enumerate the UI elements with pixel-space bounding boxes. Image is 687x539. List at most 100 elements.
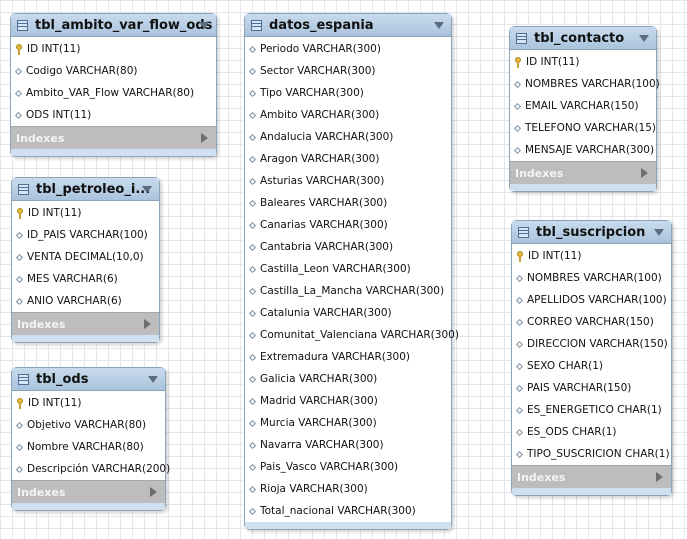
column-row[interactable]: Madrid VARCHAR(300) [245, 390, 451, 412]
column-row[interactable]: Aragon VARCHAR(300) [245, 148, 451, 170]
column-label: Extremadura VARCHAR(300) [260, 351, 410, 363]
table-footer [512, 488, 671, 495]
column-icon [515, 274, 524, 282]
column-row[interactable]: Galicia VARCHAR(300) [245, 368, 451, 390]
column-row[interactable]: MES VARCHAR(6) [12, 268, 159, 290]
column-row[interactable]: Cantabria VARCHAR(300) [245, 236, 451, 258]
table-header[interactable]: tbl_contacto [510, 27, 656, 50]
table-header[interactable]: tbl_ambito_var_flow_ods [11, 14, 216, 37]
column-row[interactable]: CORREO VARCHAR(150) [512, 311, 671, 333]
column-row[interactable]: ID_PAIS VARCHAR(100) [12, 224, 159, 246]
column-row[interactable]: SEXO CHAR(1) [512, 355, 671, 377]
column-row[interactable]: APELLIDOS VARCHAR(100) [512, 289, 671, 311]
column-label: TIPO_SUSCRICION CHAR(1) [527, 448, 670, 460]
column-row[interactable]: Descripción VARCHAR(200) [12, 458, 170, 480]
column-row[interactable]: ANIO VARCHAR(6) [12, 290, 159, 312]
column-row[interactable]: Tipo VARCHAR(300) [245, 82, 451, 104]
column-icon [14, 89, 23, 97]
table-tbl-contacto[interactable]: tbl_contacto ID INT(11)NOMBRES VARCHAR(1… [509, 26, 660, 192]
column-label: ID_PAIS VARCHAR(100) [27, 229, 148, 241]
expand-indexes-icon[interactable] [144, 319, 151, 329]
column-row[interactable]: Asturias VARCHAR(300) [245, 170, 451, 192]
column-row[interactable]: MENSAJE VARCHAR(300) [510, 139, 656, 161]
column-label: Cantabria VARCHAR(300) [260, 241, 394, 253]
column-row[interactable]: Ambito_VAR_Flow VARCHAR(80) [11, 82, 216, 104]
column-row[interactable]: NOMBRES VARCHAR(100) [510, 73, 660, 95]
expand-indexes-icon[interactable] [656, 472, 663, 482]
column-row[interactable]: Extremadura VARCHAR(300) [245, 346, 451, 368]
column-label: Total_nacional VARCHAR(300) [260, 505, 416, 517]
table-icon [17, 19, 28, 31]
column-row[interactable]: Baleares VARCHAR(300) [245, 192, 451, 214]
indexes-section[interactable]: Indexes [12, 312, 159, 335]
table-tbl-suscripcion[interactable]: tbl_suscripcion ID INT(11)NOMBRES VARCHA… [511, 220, 672, 496]
column-row[interactable]: ID INT(11) [12, 392, 165, 414]
expand-indexes-icon[interactable] [150, 487, 157, 497]
column-row[interactable]: Andalucia VARCHAR(300) [245, 126, 451, 148]
column-row[interactable]: Castilla_La_Mancha VARCHAR(300) [245, 280, 451, 302]
column-icon [513, 124, 522, 132]
table-icon [251, 19, 262, 31]
column-row[interactable]: Catalunia VARCHAR(300) [245, 302, 451, 324]
collapse-icon[interactable] [654, 229, 664, 236]
column-row[interactable]: ID INT(11) [12, 202, 159, 224]
table-icon [18, 183, 29, 195]
collapse-icon[interactable] [199, 22, 209, 29]
column-row[interactable]: Codigo VARCHAR(80) [11, 60, 216, 82]
column-row[interactable]: Nombre VARCHAR(80) [12, 436, 165, 458]
column-label: Ambito_VAR_Flow VARCHAR(80) [26, 87, 195, 99]
column-row[interactable]: VENTA DECIMAL(10,0) [12, 246, 159, 268]
table-header[interactable]: datos_espania [245, 14, 451, 37]
table-header[interactable]: tbl_ods [12, 368, 165, 391]
column-row[interactable]: ODS INT(11) [11, 104, 216, 126]
indexes-section[interactable]: Indexes [510, 161, 656, 184]
column-row[interactable]: ID INT(11) [510, 51, 656, 73]
indexes-section[interactable]: Indexes [11, 126, 216, 149]
collapse-icon[interactable] [148, 376, 158, 383]
column-label: Galicia VARCHAR(300) [260, 373, 378, 385]
column-row[interactable]: ES_ODS CHAR(1) [512, 421, 671, 443]
indexes-section[interactable]: Indexes [12, 480, 165, 503]
indexes-section[interactable]: Indexes [512, 465, 671, 488]
column-row[interactable]: Navarra VARCHAR(300) [245, 434, 451, 456]
collapse-icon[interactable] [142, 186, 152, 193]
column-row[interactable]: PAIS VARCHAR(150) [512, 377, 671, 399]
column-row[interactable]: Sector VARCHAR(300) [245, 60, 451, 82]
column-row[interactable]: DIRECCION VARCHAR(150) [512, 333, 671, 355]
table-header[interactable]: tbl_petroleo_i... [12, 178, 159, 201]
column-row[interactable]: Murcia VARCHAR(300) [245, 412, 451, 434]
column-row[interactable]: Periodo VARCHAR(300) [245, 38, 451, 60]
column-row[interactable]: Ambito VARCHAR(300) [245, 104, 451, 126]
column-icon [513, 146, 522, 154]
table-header[interactable]: tbl_suscripcion [512, 221, 671, 244]
table-tbl-petroleo[interactable]: tbl_petroleo_i... ID INT(11) ID_PAIS VARC… [11, 177, 160, 343]
table-datos-espania[interactable]: datos_espania Periodo VARCHAR(300)Sector… [244, 13, 459, 530]
column-row[interactable]: TELEFONO VARCHAR(15) [510, 117, 656, 139]
column-label: TELEFONO VARCHAR(15) [525, 122, 657, 134]
column-row[interactable]: Rioja VARCHAR(300) [245, 478, 451, 500]
indexes-label: Indexes [17, 485, 66, 499]
expand-indexes-icon[interactable] [641, 168, 648, 178]
column-row[interactable]: Objetivo VARCHAR(80) [12, 414, 165, 436]
collapse-icon[interactable] [434, 22, 444, 29]
column-icon [248, 89, 257, 97]
column-row[interactable]: ES_ENERGETICO CHAR(1) [512, 399, 671, 421]
table-tbl-ods[interactable]: tbl_ods ID INT(11)Objetivo VARCHAR(80)No… [11, 367, 170, 511]
collapse-icon[interactable] [639, 35, 649, 42]
table-tbl-ambito-var-flow-ods[interactable]: tbl_ambito_var_flow_ods ID INT(11)Codigo… [10, 13, 217, 157]
expand-indexes-icon[interactable] [201, 133, 208, 143]
column-icon [15, 465, 24, 473]
column-row[interactable]: Canarias VARCHAR(300) [245, 214, 451, 236]
column-icon [515, 384, 524, 392]
column-row[interactable]: Castilla_Leon VARCHAR(300) [245, 258, 451, 280]
column-row[interactable]: Total_nacional VARCHAR(300) [245, 500, 451, 522]
column-row[interactable]: ID INT(11) [11, 38, 216, 60]
column-icon [248, 463, 257, 471]
column-row[interactable]: Pais_Vasco VARCHAR(300) [245, 456, 451, 478]
column-row[interactable]: ID INT(11) [512, 245, 671, 267]
column-row[interactable]: TIPO_SUSCRICION CHAR(1) [512, 443, 671, 465]
column-row[interactable]: EMAIL VARCHAR(150) [510, 95, 656, 117]
column-icon [515, 362, 524, 370]
column-row[interactable]: Comunitat_Valenciana VARCHAR(300) [245, 324, 459, 346]
column-row[interactable]: NOMBRES VARCHAR(100) [512, 267, 671, 289]
